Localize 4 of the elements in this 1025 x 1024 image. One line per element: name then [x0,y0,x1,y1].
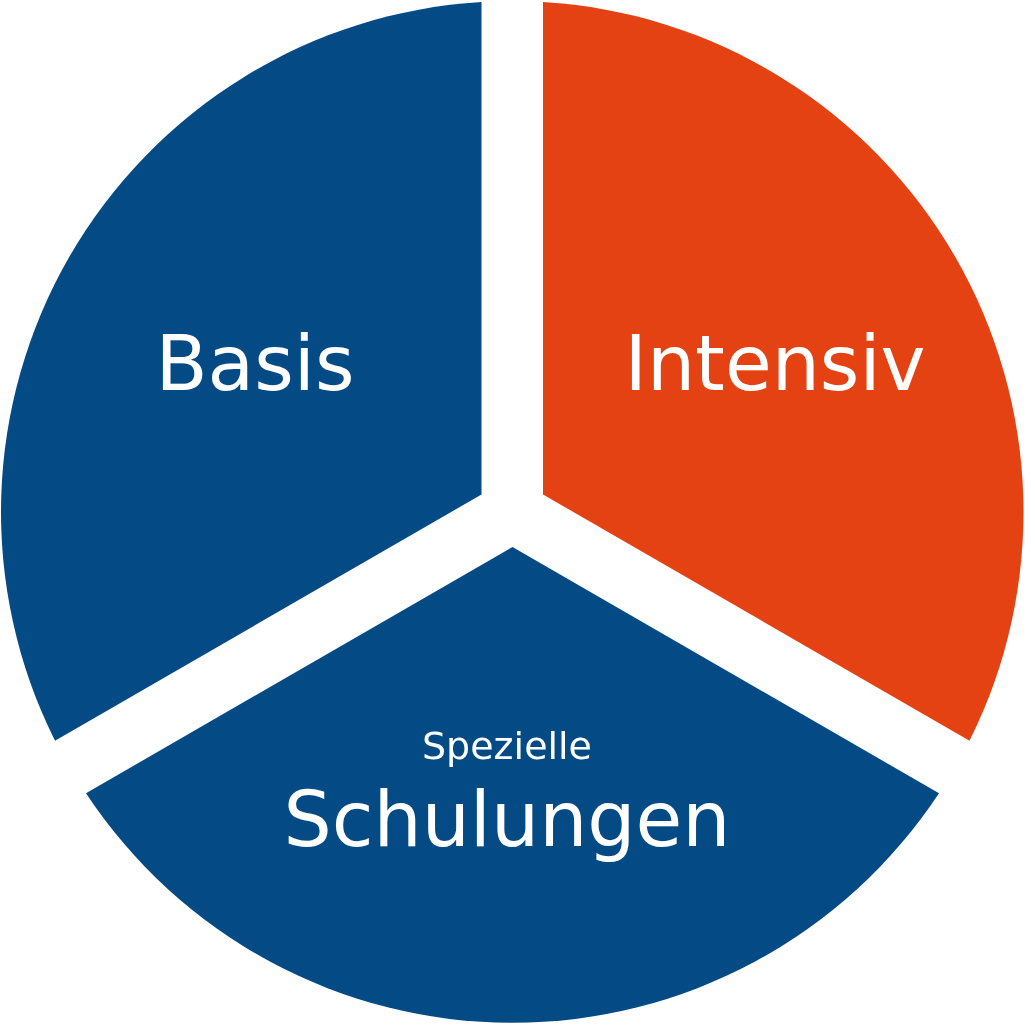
segment-title: Intensiv [624,326,926,402]
segment-title: Basis [155,326,355,402]
circle-segment [85,547,939,1023]
segment-subtitle: Spezielle [422,727,592,765]
